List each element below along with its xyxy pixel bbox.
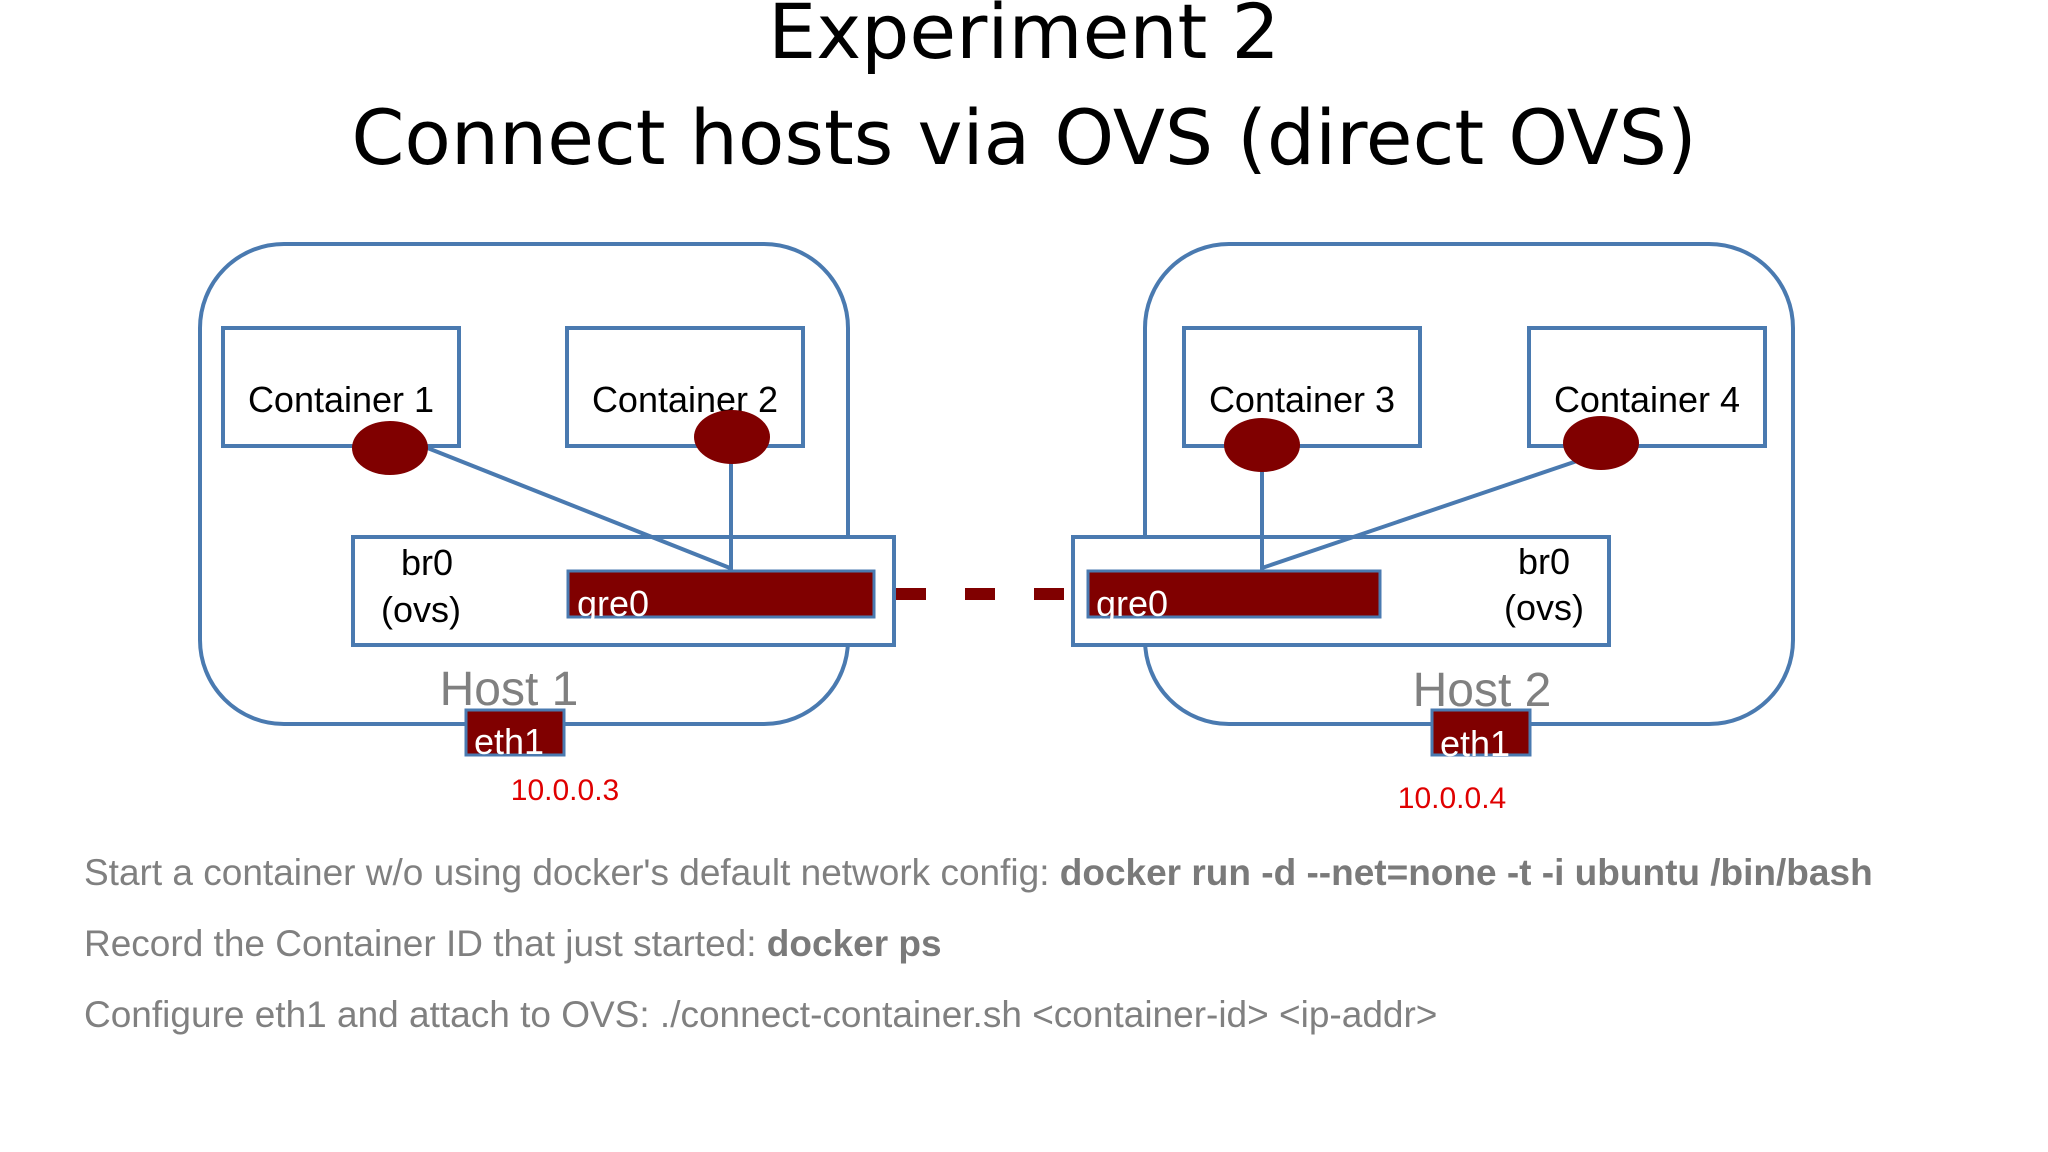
host-1: Container 1 Container 2 br0 (ovs) gre0 H… xyxy=(198,242,896,807)
container-1-port xyxy=(352,421,428,475)
bridge-1-name: br0 xyxy=(401,542,453,583)
container-4-label: Container 4 xyxy=(1554,379,1740,420)
bridge-2-type: (ovs) xyxy=(1504,587,1584,628)
instruction-3-text: Configure eth1 and attach to OVS: ./conn… xyxy=(84,994,1438,1035)
container-3-box xyxy=(1182,326,1422,448)
host-2: Container 3 Container 4 br0 (ovs) gre0 H… xyxy=(1071,242,1795,815)
eth1-port-1-label: eth1 xyxy=(474,721,544,762)
host-2-label: Host 2 xyxy=(1413,664,1552,717)
container-2-port xyxy=(694,410,770,464)
eth1-port-2-label: eth1 xyxy=(1440,723,1510,764)
link-container-4-bridge xyxy=(1261,458,1581,570)
host-1-box xyxy=(198,242,850,726)
host-2-ip: 10.0.0.4 xyxy=(1398,782,1506,815)
instruction-2-text: Record the Container ID that just starte… xyxy=(84,923,767,964)
bridge-2-name: br0 xyxy=(1518,541,1570,582)
container-4-box xyxy=(1527,326,1767,448)
host-1-label: Host 1 xyxy=(440,663,579,716)
instruction-line-2: Record the Container ID that just starte… xyxy=(84,925,942,962)
instruction-line-1: Start a container w/o using docker's def… xyxy=(84,854,1873,891)
container-1-label: Container 1 xyxy=(248,379,434,420)
instruction-1-text: Start a container w/o using docker's def… xyxy=(84,852,1060,893)
slide-subtitle: Connect hosts via OVS (direct OVS) xyxy=(351,93,1697,182)
host-2-box xyxy=(1143,242,1795,726)
slide-title: Experiment 2 xyxy=(768,0,1280,76)
host-1-ip: 10.0.0.3 xyxy=(511,774,619,807)
instruction-2-command: docker ps xyxy=(766,923,942,964)
gre-port-1-label: gre0 xyxy=(577,583,649,624)
container-3-port xyxy=(1224,418,1300,472)
link-container-1-bridge xyxy=(419,443,731,570)
eth1-port-2 xyxy=(1430,708,1532,757)
bridge-1-type: (ovs) xyxy=(381,589,461,630)
container-1-box xyxy=(221,326,461,448)
container-3-label: Container 3 xyxy=(1209,379,1395,420)
gre-port-1 xyxy=(566,569,876,619)
gre-port-2 xyxy=(1086,569,1382,619)
instruction-1-command: docker run -d --net=none -t -i ubuntu /b… xyxy=(1059,852,1873,893)
gre-port-2-label: gre0 xyxy=(1096,583,1168,624)
eth1-port-1 xyxy=(464,708,566,757)
container-4-port xyxy=(1563,416,1639,470)
instruction-line-3: Configure eth1 and attach to OVS: ./conn… xyxy=(84,996,1437,1033)
